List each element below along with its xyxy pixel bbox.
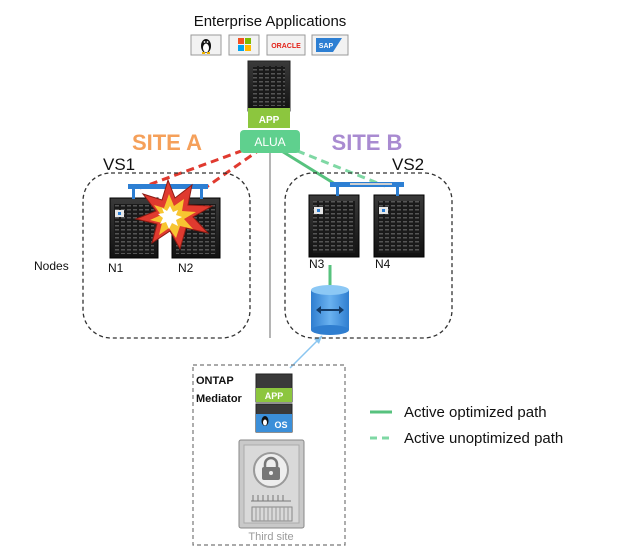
oracle-logo-icon: ORACLE <box>266 34 306 56</box>
svg-text:APP: APP <box>265 391 284 401</box>
failure-explosion-icon <box>134 178 214 251</box>
svg-text:OS: OS <box>274 420 287 430</box>
third-site-boundary <box>192 364 346 546</box>
svg-text:ORACLE: ORACLE <box>271 43 301 50</box>
n2-label: N2 <box>178 261 194 275</box>
site-b-switch <box>330 182 404 196</box>
host-server: APP <box>247 60 291 128</box>
third-site-caption: Third site <box>248 531 293 543</box>
host-app-label: APP <box>259 115 280 126</box>
sap-logo-icon: SAP <box>311 34 349 56</box>
alua-box: ALUA <box>240 130 300 153</box>
linux-logo-icon <box>190 34 222 56</box>
windows-logo-icon <box>228 34 260 56</box>
svg-text:SAP: SAP <box>319 43 334 50</box>
mediator-os-vm: OS <box>255 403 293 433</box>
mediator-app-vm: APP <box>255 373 293 403</box>
alua-label: ALUA <box>254 135 285 149</box>
site-a-title: SITE A <box>132 130 202 155</box>
legend-optimized-label: Active optimized path <box>404 404 547 421</box>
mediator-line2: Mediator <box>196 393 243 405</box>
node-n3 <box>308 194 360 258</box>
nodes-label: Nodes <box>34 259 69 273</box>
mediator-line1: ONTAP <box>196 375 234 387</box>
n3-label: N3 <box>309 257 325 271</box>
node-n1 <box>109 197 159 259</box>
node-n4 <box>373 194 425 258</box>
mediator-server-lock-icon <box>238 439 305 529</box>
vs1-label: VS1 <box>103 155 135 174</box>
vs2-label: VS2 <box>392 155 424 174</box>
paths <box>139 144 386 369</box>
legend-unoptimized-label: Active unoptimized path <box>404 430 563 447</box>
n4-label: N4 <box>375 257 391 271</box>
enterprise-apps-title: Enterprise Applications <box>194 13 347 30</box>
legend: Active optimized path Active unoptimized… <box>370 404 563 447</box>
site-b-title: SITE B <box>332 130 403 155</box>
n1-label: N1 <box>108 261 124 275</box>
storage-disk-icon <box>311 285 349 335</box>
